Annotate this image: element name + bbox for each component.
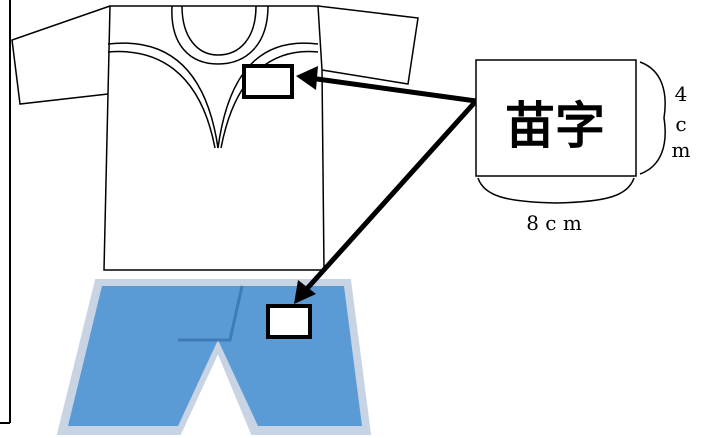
- width-brace: [477, 177, 635, 204]
- shorts: [56, 279, 372, 435]
- arrow-to-shorts-line: [302, 99, 478, 294]
- shorts-name-patch: [266, 304, 312, 339]
- shirt-right-sleeve: [317, 5, 419, 85]
- shirt-left-sleeve: [11, 5, 111, 105]
- height-brace: [639, 61, 666, 175]
- arrow-to-shorts-head: [294, 280, 316, 304]
- name-tag-label: 苗字: [505, 97, 605, 155]
- pointer-arrows: [294, 66, 478, 304]
- shirt-yoke-left-outer: [107, 42, 219, 149]
- width-label: 8 c m: [526, 211, 582, 235]
- shorts-fly-seam: [178, 285, 244, 342]
- arrow-to-chest-head: [296, 66, 318, 90]
- shirt-torso: [103, 5, 325, 271]
- shirt-yoke-left-inner: [107, 50, 216, 149]
- shirt-yoke-right-outer: [217, 42, 319, 149]
- dimension-markers: 4 c m 8 c m: [477, 61, 691, 235]
- shirt-collar-inner: [181, 5, 257, 56]
- name-tag-sample: 苗字: [475, 59, 637, 177]
- shirt-collar-outer: [171, 5, 269, 65]
- arrow-to-chest-line: [309, 75, 477, 104]
- shirt: [11, 5, 419, 271]
- name-tag-box: [475, 59, 637, 177]
- height-value: 4: [675, 82, 688, 106]
- height-unit-c: c: [675, 112, 686, 136]
- chest-name-patch: [242, 64, 294, 99]
- height-unit-m: m: [672, 138, 691, 162]
